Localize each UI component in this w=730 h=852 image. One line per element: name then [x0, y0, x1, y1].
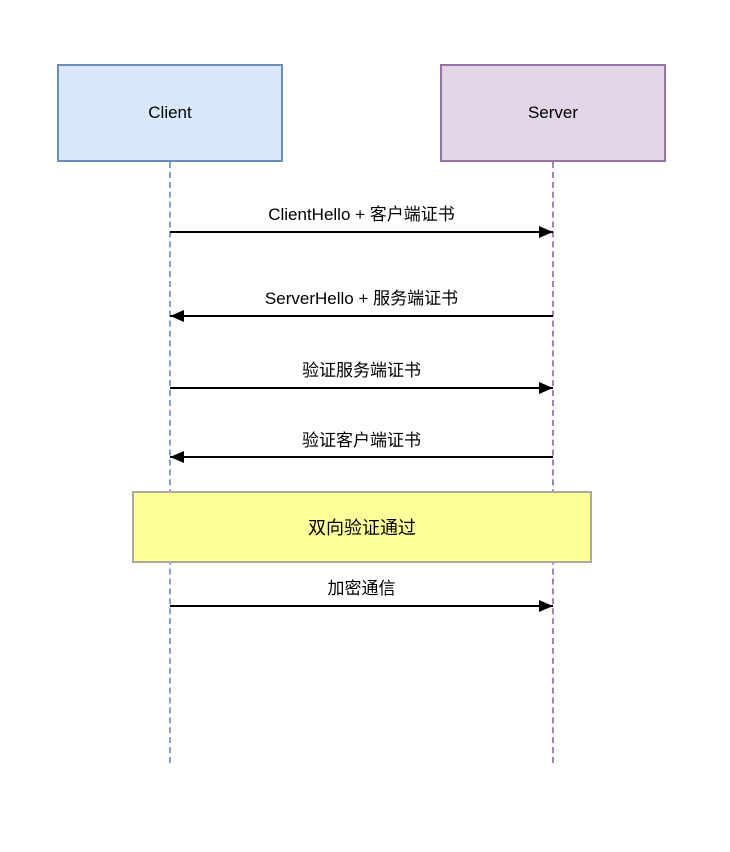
message-label-verify-client-cert: 验证客户端证书: [302, 431, 421, 450]
actor-box-server: Server: [440, 64, 666, 162]
arrowhead-right-icon: [539, 382, 553, 394]
message-arrow-serverhello: [170, 310, 553, 322]
message-label-verify-server-cert: 验证服务端证书: [302, 361, 421, 380]
arrowhead-left-icon: [170, 451, 184, 463]
message-arrow-clienthello: [170, 226, 553, 238]
arrowhead-left-icon: [170, 310, 184, 322]
message-label-serverhello: ServerHello + 服务端证书: [264, 289, 459, 308]
message-arrow-verify-client-cert: [170, 451, 553, 463]
actor-box-client: Client: [57, 64, 283, 162]
note-mutual-auth-passed: 双向验证通过: [132, 491, 592, 563]
actor-label-client: Client: [148, 103, 192, 122]
arrowhead-right-icon: [539, 226, 553, 238]
actor-label-server: Server: [527, 103, 579, 122]
message-label-clienthello: ClientHello + 客户端证书: [268, 205, 455, 224]
lifeline-server: [552, 162, 554, 763]
message-label-encrypted-communication: 加密通信: [327, 579, 396, 598]
note-label: 双向验证通过: [308, 518, 416, 538]
message-arrow-verify-server-cert: [170, 382, 553, 394]
message-arrow-encrypted-communication: [170, 600, 553, 612]
arrowhead-right-icon: [539, 600, 553, 612]
